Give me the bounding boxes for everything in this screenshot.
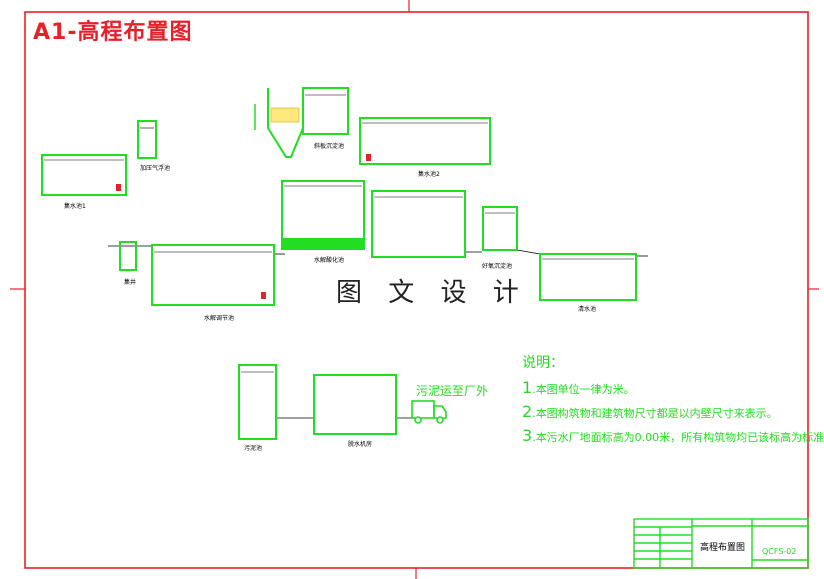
label-equal: 水解调节池 — [204, 314, 234, 322]
label-tank1: 集水池1 — [64, 202, 86, 210]
unit-tank1: 集水池1 — [41, 154, 127, 210]
drawing-title: A1-高程布置图 — [33, 20, 193, 45]
watermark-text: 图 文 设 计 — [336, 278, 528, 308]
note-item: 3.本污水厂地面标高为0.00米，所有构筑物均已该标高为标准 — [522, 426, 824, 445]
note-item: 2.本图构筑物和建筑物尺寸都是以内壁尺寸来表示。 — [522, 402, 778, 421]
unit-sludge: 污泥池 — [238, 364, 277, 452]
pipe-lines — [108, 245, 648, 419]
notes-heading: 说明： — [522, 355, 564, 371]
unit-equal: 水解调节池 — [151, 244, 275, 322]
notes-panel: 说明： 1.本图单位一律为米。 2.本图构筑物和建筑物尺寸都是以内壁尺寸来表示。… — [522, 352, 824, 450]
unit-mid — [371, 190, 466, 258]
label-clear: 清水池 — [578, 305, 596, 313]
truck-icon — [411, 400, 447, 424]
label-small1: 加压气浮池 — [140, 164, 170, 172]
unit-tank2: 集水池2 — [359, 117, 491, 178]
label-sbr: 好氧沉淀池 — [482, 262, 512, 270]
label-settle: 斜板沉淀池 — [314, 142, 344, 150]
label-sludge: 污泥池 — [244, 444, 262, 452]
unit-small1: 加压气浮池 — [137, 120, 170, 172]
label-well: 集井 — [124, 278, 136, 286]
label-hydro: 水解酸化池 — [314, 256, 344, 264]
unit-clear: 清水池 — [539, 253, 637, 313]
label-tank2: 集水池2 — [418, 170, 440, 178]
note-item: 1.本图单位一律为米。 — [522, 378, 635, 397]
label-press: 脱水机房 — [348, 440, 372, 448]
title-block-name: 高程布置图 — [700, 541, 745, 553]
sludge-out-label: 污泥运至厂外 — [416, 384, 489, 398]
unit-hydro: 水解酸化池 — [281, 180, 365, 264]
unit-well: 集井 — [119, 241, 137, 286]
unit-sbr: 好氧沉淀池 — [482, 206, 518, 270]
title-block-code: QCFS-02 — [762, 547, 797, 556]
unit-settle: 斜板沉淀池 — [254, 87, 349, 158]
unit-press: 脱水机房 — [313, 374, 397, 448]
title-block — [633, 518, 809, 569]
